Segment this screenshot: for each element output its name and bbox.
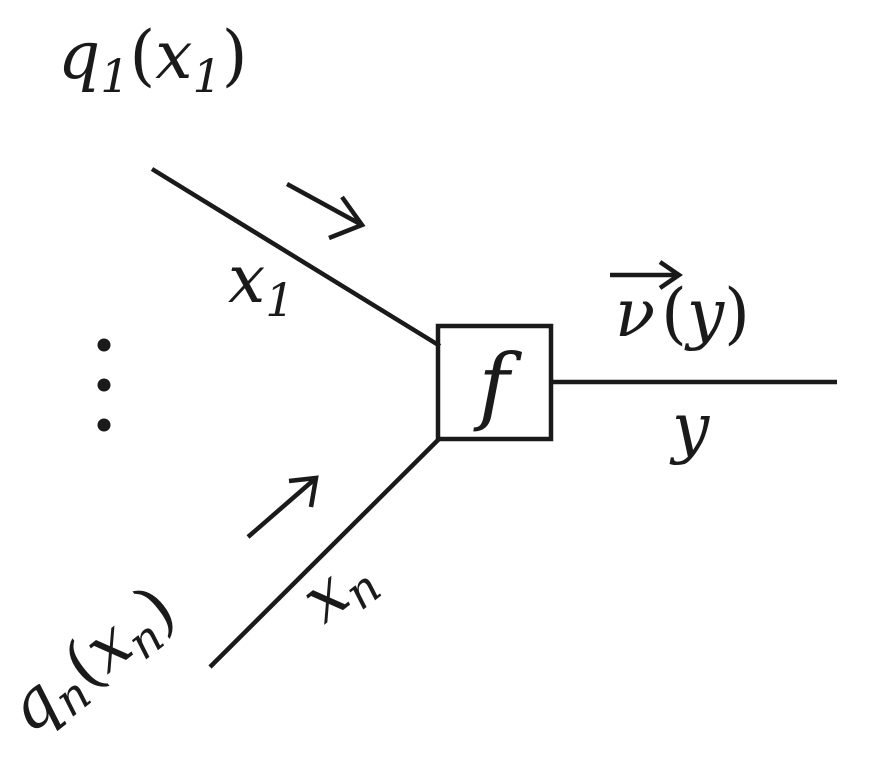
edge-label-xn: xn [286, 536, 390, 643]
factor-label: f [472, 336, 522, 434]
edge-label-x1: x1 [228, 241, 295, 327]
arrow-message-q1 [285, 182, 366, 241]
edge-xn [208, 436, 442, 669]
factor-node-box [435, 323, 554, 442]
message-label-q1: q1(x1) [58, 17, 248, 103]
message-label-nu: ν(y) [615, 275, 750, 352]
arrow-message-nu [610, 260, 683, 290]
message-label-qn: qn(xn) [0, 570, 194, 753]
edge-x1 [150, 167, 442, 348]
arrow-message-qn [246, 475, 319, 539]
edge-label-y: y [669, 389, 710, 466]
vertical-ellipsis [97, 338, 111, 432]
